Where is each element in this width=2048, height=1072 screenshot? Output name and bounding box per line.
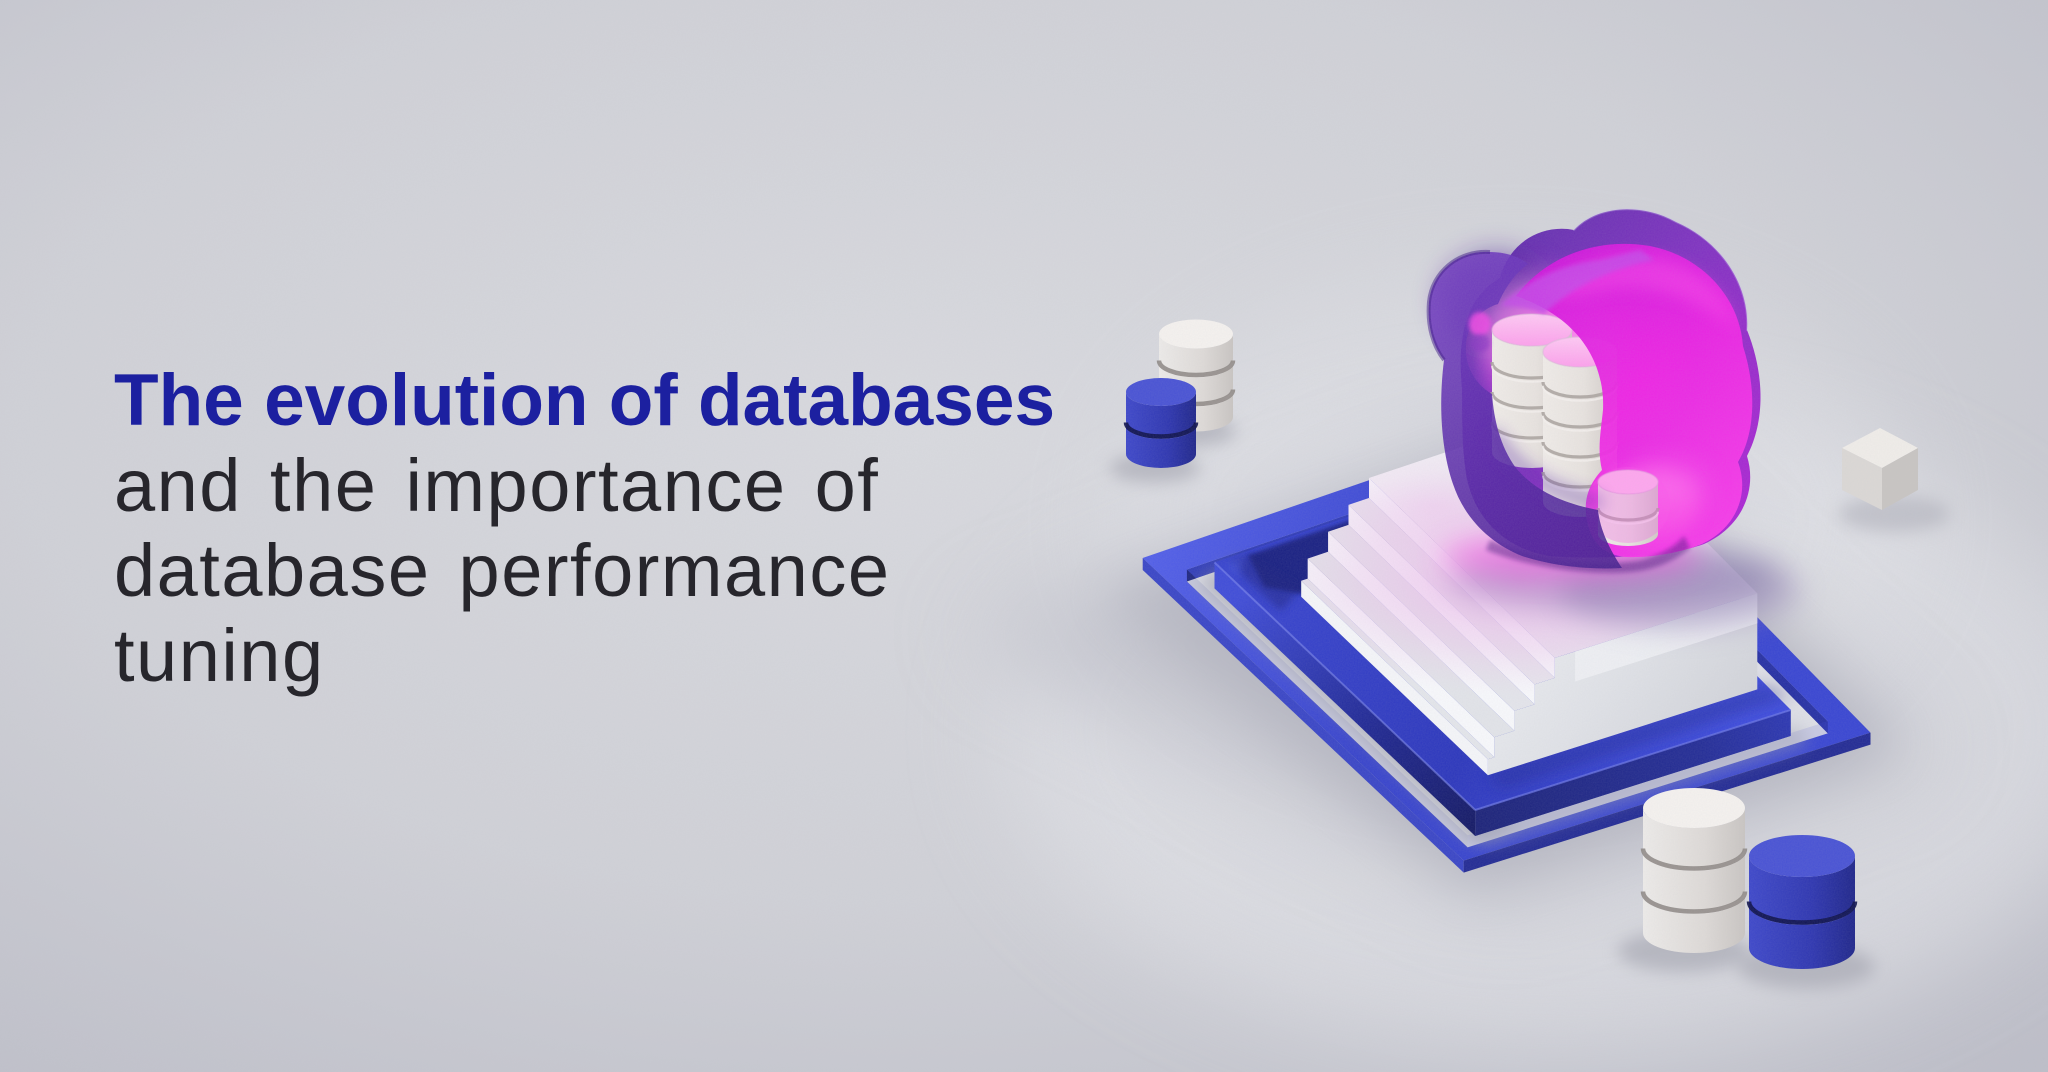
headline-emphasis: The evolution of databases <box>114 360 1056 441</box>
headline-line-4: tuning <box>114 614 325 697</box>
headline-line-3: database performance <box>114 529 891 612</box>
headline: The evolution of databases and the impor… <box>114 358 1114 698</box>
headline-line-2: and the importance of <box>114 444 880 527</box>
